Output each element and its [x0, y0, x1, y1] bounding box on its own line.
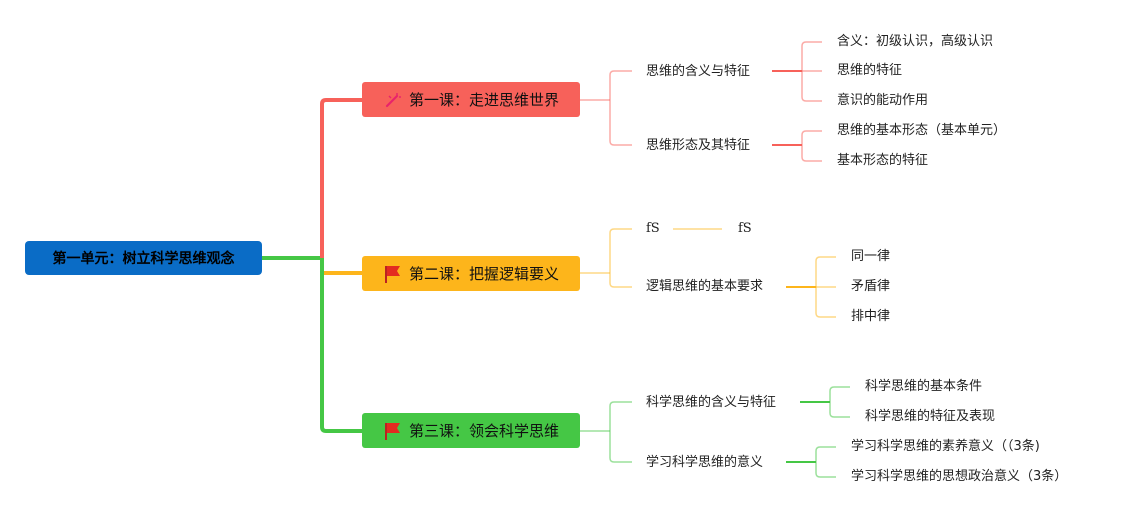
root-node[interactable]: 第一单元：树立科学思维观念	[25, 241, 262, 275]
connector-line	[609, 228, 632, 273]
connector-line	[801, 130, 822, 145]
lesson-2-label: 第二课：把握逻辑要义	[408, 265, 559, 283]
connector-line	[320, 98, 362, 258]
leaf-node[interactable]: 学习科学思维的素养意义（（3条)	[851, 439, 1040, 454]
connector-line	[609, 431, 632, 463]
lesson-3-node[interactable]: 第三课：领会科学思维	[362, 413, 580, 448]
leaf-node[interactable]: 科学思维的基本条件	[865, 379, 983, 394]
connector-line	[829, 386, 850, 402]
lesson-1-label: 第一课：走进思维世界	[408, 91, 559, 109]
leaf-node[interactable]: 学习科学思维的思想政治意义（3条）	[851, 469, 1068, 484]
topic-node[interactable]: 学习科学思维的意义	[646, 455, 764, 470]
connector-line	[815, 462, 836, 478]
connector-line	[320, 258, 362, 275]
topic-node[interactable]: 逻辑思维的基本要求	[646, 279, 764, 294]
connector-line	[801, 41, 822, 71]
connector-line	[815, 446, 836, 462]
connector-line	[609, 401, 632, 431]
connector-line	[609, 70, 632, 100]
topic-node[interactable]: 科学思维的含义与特征	[646, 395, 777, 410]
leaf-node[interactable]: 同一律	[851, 249, 891, 264]
red-flag-icon	[383, 421, 403, 441]
connector-line	[815, 256, 836, 287]
root-label: 第一单元：树立科学思维观念	[52, 251, 235, 267]
leaf-node[interactable]: 意识的能动作用	[837, 93, 929, 108]
leaf-node[interactable]: 含义：初级认识，高级认识	[837, 34, 994, 49]
connector-line	[829, 402, 850, 418]
leaf-node[interactable]: 思维的特征	[837, 63, 903, 78]
leaf-node[interactable]: fS	[738, 221, 752, 236]
leaf-node[interactable]: 排中律	[851, 309, 891, 324]
lesson-1-node[interactable]: 第一课：走进思维世界	[362, 82, 580, 117]
leaf-node[interactable]: 矛盾律	[851, 279, 891, 294]
red-flag-icon	[383, 264, 403, 284]
leaf-node[interactable]: 科学思维的特征及表现	[865, 409, 996, 424]
leaf-node[interactable]: 基本形态的特征	[837, 153, 929, 168]
connector-line	[801, 145, 822, 162]
connector-line	[609, 273, 632, 288]
connector-line	[801, 71, 822, 102]
connector-line	[609, 100, 632, 146]
topic-node[interactable]: fS	[646, 221, 660, 236]
topic-node[interactable]: 思维的含义与特征	[646, 64, 751, 79]
connector-line	[815, 287, 836, 318]
connector-line	[320, 258, 362, 433]
lesson-3-label: 第三课：领会科学思维	[408, 422, 559, 440]
magic-wand-icon	[383, 90, 403, 110]
leaf-node[interactable]: 思维的基本形态（基本单元）	[837, 123, 1007, 138]
lesson-2-node[interactable]: 第二课：把握逻辑要义	[362, 256, 580, 291]
topic-node[interactable]: 思维形态及其特征	[646, 138, 751, 153]
